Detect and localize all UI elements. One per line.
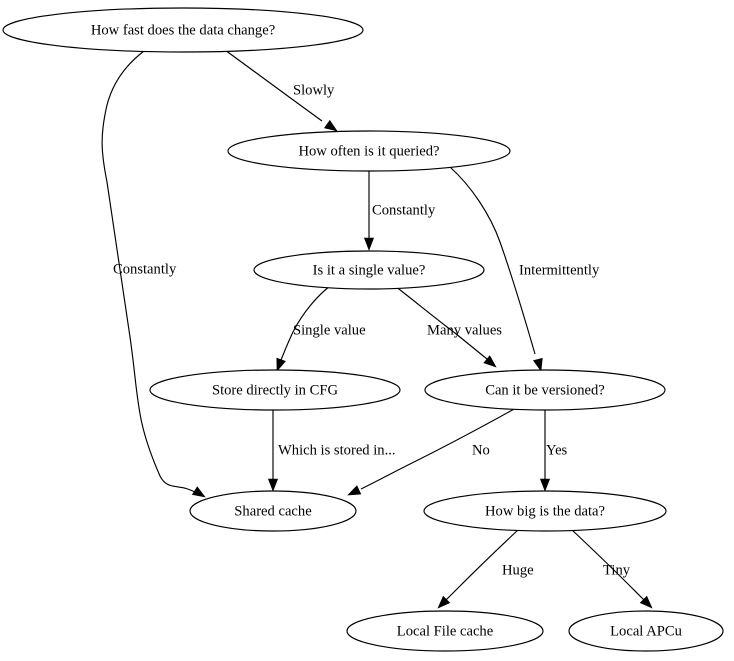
edge-e_many_values — [394, 285, 497, 368]
arrowhead-icon — [639, 595, 653, 609]
node-label: Local APCu — [610, 623, 682, 639]
edge-line — [570, 528, 645, 601]
edge-line — [449, 166, 536, 355]
edge-e_constantly_left — [101, 50, 206, 498]
arrowhead-icon — [437, 595, 451, 609]
edge-line — [445, 528, 520, 601]
node-data_change[interactable]: How fast does the data change? — [2, 7, 364, 53]
node-label: Shared cache — [234, 503, 311, 519]
node-shape — [424, 369, 666, 411]
edge-line — [360, 407, 517, 490]
edge-e_huge — [437, 528, 520, 609]
edge-label-e_yes: Yes — [546, 442, 568, 458]
edge-line — [394, 285, 488, 360]
node-file_cache[interactable]: Local File cache — [346, 610, 544, 652]
node-single_value[interactable]: Is it a single value? — [253, 250, 485, 290]
node-versioned[interactable]: Can it be versioned? — [424, 369, 666, 411]
node-shape — [189, 490, 357, 532]
edge-label-e_which_stored: Which is stored in... — [278, 442, 396, 458]
node-label: Can it be versioned? — [485, 382, 605, 398]
edge-e_yes — [539, 410, 551, 492]
edge-label-e_slowly: Slowly — [293, 82, 335, 98]
edge-e_single_value — [276, 285, 331, 372]
arrowhead-icon — [324, 119, 338, 132]
nodes-layer: How fast does the data change? How often … — [2, 7, 724, 652]
node-shape — [227, 130, 511, 172]
edge-e_slowly — [224, 49, 338, 132]
edges-layer — [101, 49, 653, 609]
arrowhead-icon — [532, 357, 543, 372]
edge-e_which_stored — [267, 410, 279, 492]
node-label: Store directly in CFG — [212, 382, 339, 398]
edge-label-e_constantly_left: Constantly — [113, 261, 177, 277]
node-shape — [568, 610, 724, 652]
node-apcu[interactable]: Local APCu — [568, 610, 724, 652]
edge-line — [224, 49, 323, 122]
edge-labels-layer: SlowlyConstantlyConstantlyIntermittently… — [113, 82, 631, 578]
edge-e_tiny — [570, 528, 653, 609]
edge-label-e_intermittently: Intermittently — [519, 262, 600, 278]
edge-label-e_huge: Huge — [502, 562, 534, 578]
node-store_cfg[interactable]: Store directly in CFG — [149, 369, 401, 411]
edge-line — [101, 50, 199, 495]
edge-label-e_constantly_down: Constantly — [372, 202, 436, 218]
edge-e_constantly_down — [363, 171, 375, 251]
edge-e_no — [347, 407, 517, 496]
edge-label-e_single_value: Single value — [293, 322, 366, 338]
node-shape — [346, 610, 544, 652]
edge-e_intermittently — [449, 166, 543, 372]
node-shape — [423, 490, 667, 532]
node-label: How fast does the data change? — [91, 22, 275, 38]
node-shared_cache[interactable]: Shared cache — [189, 490, 357, 532]
node-shape — [253, 250, 485, 290]
arrowhead-icon — [539, 478, 551, 492]
arrowhead-icon — [191, 486, 206, 498]
node-shape — [149, 369, 401, 411]
arrowhead-icon — [483, 355, 497, 368]
edge-line — [280, 285, 331, 361]
arrowhead-icon — [267, 478, 279, 492]
edge-label-e_no: No — [472, 442, 490, 458]
node-shape — [2, 7, 364, 53]
edge-label-e_many_values: Many values — [427, 322, 502, 338]
arrowhead-icon — [363, 237, 375, 251]
arrowhead-icon — [276, 357, 286, 372]
node-label: How big is the data? — [485, 503, 605, 519]
node-how_big[interactable]: How big is the data? — [423, 490, 667, 532]
edge-label-e_tiny: Tiny — [603, 562, 631, 578]
arrowhead-icon — [347, 485, 362, 496]
node-label: Local File cache — [397, 623, 493, 639]
node-queried[interactable]: How often is it queried? — [227, 130, 511, 172]
node-label: How often is it queried? — [298, 143, 439, 159]
node-label: Is it a single value? — [313, 262, 426, 278]
